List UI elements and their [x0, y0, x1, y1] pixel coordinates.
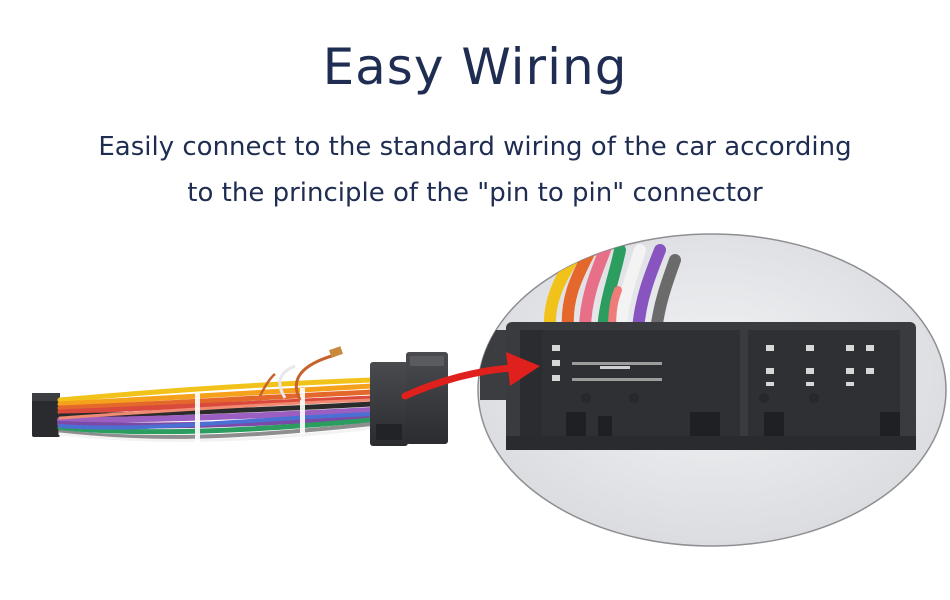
wiring-illustration: [32, 233, 947, 547]
page-subtitle: Easily connect to the standard wiring of…: [40, 124, 910, 216]
page-title: Easy Wiring: [322, 38, 628, 96]
connector-closeup-photo: [477, 233, 947, 547]
wire-bundle: [57, 377, 375, 443]
subtitle-line-1: Easily connect to the standard wiring of…: [98, 132, 852, 162]
small-connector: [32, 393, 60, 437]
red-arrow-icon: [401, 352, 540, 400]
subtitle-line-2: to the principle of the "pin to pin" con…: [187, 178, 763, 208]
wiring-harness-photo: [32, 346, 448, 446]
